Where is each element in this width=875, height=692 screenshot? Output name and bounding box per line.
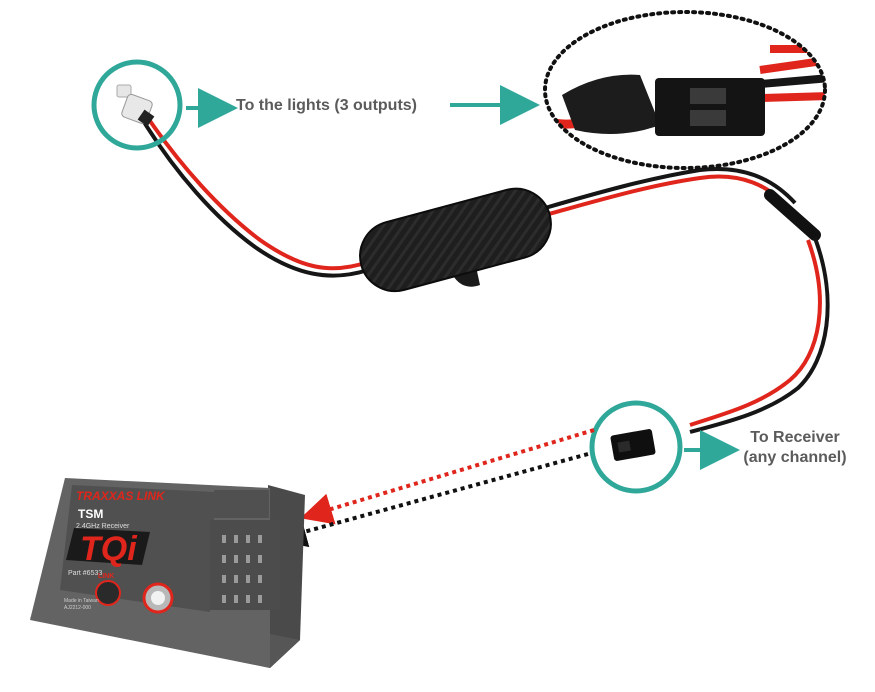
- receiver-link-label: LINK: [98, 573, 114, 580]
- wire-harness: [142, 116, 830, 434]
- lights-callout-label: To the lights (3 outputs): [236, 97, 418, 114]
- receiver-model: TQi: [80, 530, 138, 568]
- receiver-tsm: TSM: [78, 507, 103, 521]
- receiver-band: 2.4GHz Receiver: [76, 523, 130, 530]
- receiver-made-in: Made in Taiwan: [64, 598, 99, 604]
- connector-zoom-detail: [543, 10, 827, 170]
- receiver-plug: [610, 429, 656, 461]
- light-connector: [116, 84, 155, 127]
- receiver-callout-label: To Receiver (any channel): [735, 428, 855, 468]
- receiver-serial: AJ2212-000: [64, 605, 91, 611]
- receiver-part: Part #6533: [68, 570, 102, 577]
- receiver-unit: TQi TRAXXAS LINK TSM 2.4GHz Receiver Par…: [30, 478, 305, 668]
- switch-module: [359, 187, 552, 293]
- dotted-arrow-black: [274, 452, 589, 548]
- receiver-callout-line1: To Receiver: [750, 429, 840, 446]
- receiver-brand: TRAXXAS LINK: [76, 489, 166, 503]
- receiver-callout-circle: [589, 400, 683, 494]
- receiver-callout-line2: (any channel): [743, 449, 847, 466]
- lights-callout-circle: [91, 59, 183, 151]
- dotted-arrow-red: [300, 428, 595, 525]
